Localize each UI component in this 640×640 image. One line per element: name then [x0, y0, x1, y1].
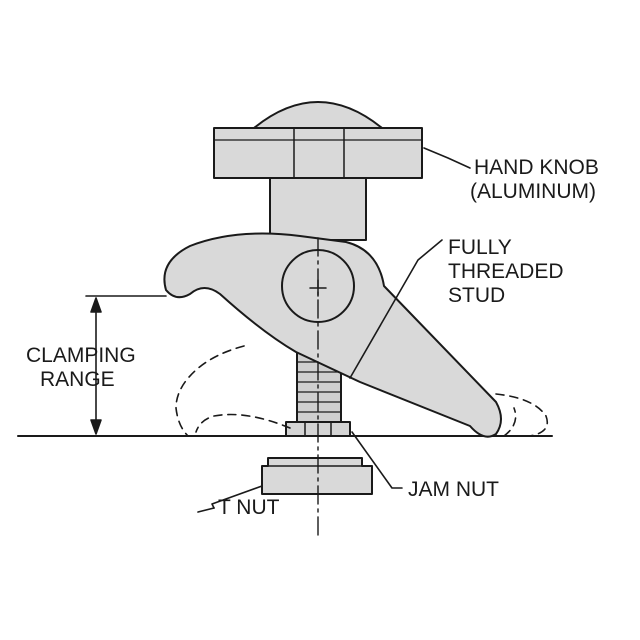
- clamping-range-label-line2: RANGE: [40, 368, 115, 391]
- clamping-range-dimension: [85, 295, 167, 435]
- hand-knob: [213, 127, 423, 179]
- t-nut-label: T NUT: [218, 496, 280, 519]
- jam-nut-label: JAM NUT: [408, 478, 499, 501]
- jam-nut-leader: [351, 431, 403, 489]
- hand-knob-label-line2: (ALUMINUM): [470, 180, 596, 203]
- stud-label-line3: STUD: [448, 284, 506, 307]
- clamp-arm: [163, 232, 502, 438]
- stud-leader: [349, 239, 443, 379]
- hand-knob-leader: [423, 147, 471, 169]
- hand-knob-label-line1: HAND KNOB: [474, 156, 599, 179]
- t-nut-leader: [211, 485, 263, 509]
- hand-knob-stem: [269, 177, 367, 241]
- alternate-position-outline: [175, 345, 549, 437]
- stud-threads: [296, 361, 342, 413]
- stud-label-line1: FULLY: [448, 236, 512, 259]
- hand-knob-dome: [253, 101, 383, 129]
- t-nut: [261, 457, 373, 495]
- leader-lines: [197, 147, 471, 513]
- stud-label-line2: THREADED: [448, 260, 564, 283]
- clamping-range-label-line1: CLAMPING: [26, 344, 136, 367]
